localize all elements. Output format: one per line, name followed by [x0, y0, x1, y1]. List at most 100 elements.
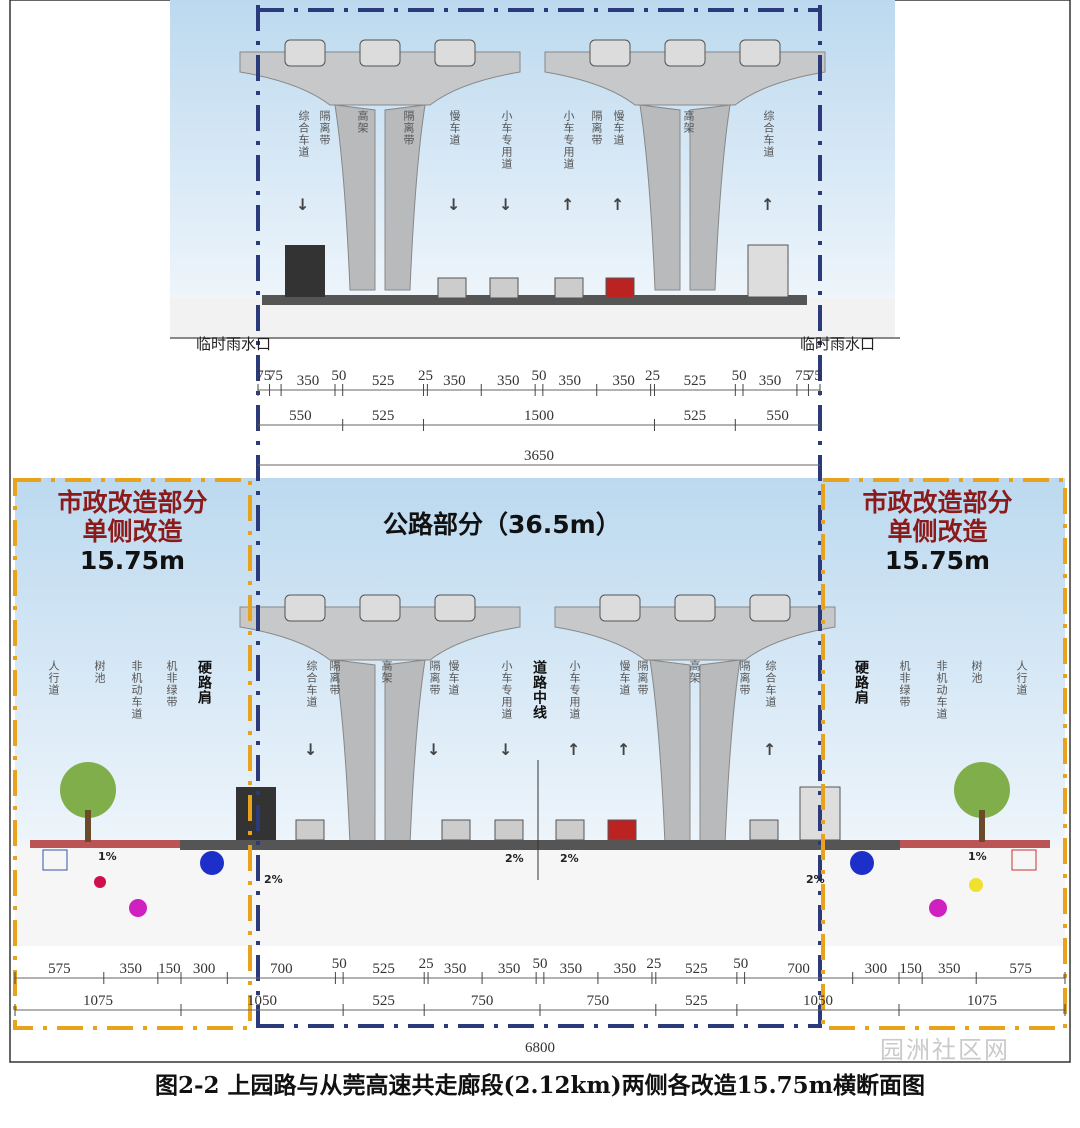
dimension-total: 3650: [524, 448, 554, 464]
dimension-value: 1050: [247, 993, 277, 1009]
lane-label: 高架: [688, 660, 701, 684]
arrow-up-icon: ↑: [567, 740, 581, 759]
municipal-title-left: 市政改造部分 单侧改造 15.75m: [30, 488, 235, 575]
dimension-value: 25: [645, 368, 660, 384]
dimension-value: 750: [587, 993, 610, 1009]
lane-label: 树池: [93, 660, 106, 684]
dimension-value: 350: [614, 961, 637, 977]
tree-icon: [60, 762, 116, 818]
lane-label: 高架: [380, 660, 393, 684]
car-icon: [554, 277, 584, 299]
lane-label: 道路中线: [531, 660, 547, 720]
arrow-down-icon: ↓: [499, 195, 513, 214]
lane-label: 隔离带: [428, 660, 441, 696]
lane-label: 综合车道: [762, 110, 775, 158]
dimension-value: 50: [733, 956, 748, 972]
dimension-value: 50: [331, 368, 346, 384]
dimension-value: 350: [443, 373, 466, 389]
dimension-value: 350: [444, 961, 467, 977]
dimension-value: 350: [297, 373, 320, 389]
dimension-value: 700: [270, 961, 293, 977]
car-icon: [605, 277, 635, 299]
lane-label: 隔离带: [402, 110, 415, 146]
lane-label: 隔离带: [738, 660, 751, 696]
dimension-value: 350: [498, 961, 521, 977]
arrow-down-icon: ↓: [427, 740, 441, 759]
dimension-value: 350: [938, 961, 961, 977]
lane-label: 隔离带: [328, 660, 341, 696]
arrow-up-icon: ↑: [761, 195, 775, 214]
dimension-value: 525: [372, 961, 395, 977]
truck-icon: [747, 244, 789, 298]
dimension-value: 50: [332, 956, 347, 972]
dimension-value: 25: [419, 956, 434, 972]
lane-label: 慢车道: [447, 660, 460, 696]
dimension-value: 525: [372, 373, 395, 389]
dimension-value: 75: [807, 368, 822, 384]
dimension-value: 525: [684, 373, 707, 389]
lane-label: 非机动车道: [130, 660, 143, 720]
dimension-value: 1050: [803, 993, 833, 1009]
slope-label: 2%: [264, 873, 283, 886]
dimension-value: 75: [256, 368, 271, 384]
lane-label: 综合车道: [764, 660, 777, 708]
top-road-surface: [262, 295, 807, 305]
slope-label: 1%: [968, 850, 987, 863]
municipal-title-line: 单侧改造: [82, 517, 183, 546]
slope-label: 2%: [560, 852, 579, 865]
dimension-value: 50: [532, 368, 547, 384]
slope-label: 2%: [806, 873, 825, 886]
dimension-value: 50: [732, 368, 747, 384]
arrow-down-icon: ↓: [499, 740, 513, 759]
bottom-road-surface: [180, 840, 900, 850]
municipal-title-line: 市政改造部分: [57, 488, 208, 517]
lane-label: 综合车道: [297, 110, 310, 158]
dimension-value: 525: [372, 993, 395, 1009]
highway-section-title: 公路部分（36.5m）: [383, 510, 621, 539]
lane-label: 隔离带: [318, 110, 331, 146]
dimension-value: 350: [559, 373, 582, 389]
dimension-value: 75: [795, 368, 810, 384]
municipal-boundary: [13, 478, 1067, 1030]
municipal-title-line: 市政改造部分: [862, 488, 1013, 517]
arrow-up-icon: ↑: [763, 740, 777, 759]
dimension-value: 550: [289, 408, 312, 424]
dimension-value: 525: [372, 408, 395, 424]
dimension-value: 25: [418, 368, 433, 384]
dimension-value: 150: [899, 961, 922, 977]
lane-label: 小车专用道: [500, 660, 513, 720]
dimension-value: 350: [560, 961, 583, 977]
dimension-value: 525: [685, 961, 708, 977]
municipal-title-right: 市政改造部分 单侧改造 15.75m: [835, 488, 1040, 575]
dimension-value: 550: [766, 408, 789, 424]
slope-label: 2%: [505, 852, 524, 865]
lane-label: 隔离带: [590, 110, 603, 146]
slope-label: 1%: [98, 850, 117, 863]
dimension-value: 575: [48, 961, 71, 977]
car-icon: [437, 277, 467, 299]
dimension-value: 350: [120, 961, 143, 977]
arrow-down-icon: ↓: [447, 195, 461, 214]
dimension-total: 6800: [525, 1040, 555, 1056]
lane-label: 硬路肩: [196, 660, 212, 705]
dimension-value: 300: [193, 961, 216, 977]
dimension-value: 350: [612, 373, 635, 389]
lane-label: 人行道: [47, 660, 60, 696]
lane-label: 慢车道: [448, 110, 461, 146]
lane-label: 小车专用道: [568, 660, 581, 720]
dimension-value: 525: [685, 993, 708, 1009]
dimension-value: 300: [865, 961, 888, 977]
dimension-value: 350: [497, 373, 520, 389]
rain-inlet-label-left: 临时雨水口: [196, 335, 272, 353]
municipal-title-line: 15.75m: [884, 546, 991, 575]
dimension-value: 50: [533, 956, 548, 972]
lane-label: 隔离带: [636, 660, 649, 696]
lane-label: 慢车道: [618, 660, 631, 696]
dimension-value: 25: [646, 956, 661, 972]
lane-label: 机非绿带: [165, 660, 178, 708]
dimension-value: 1500: [524, 408, 554, 424]
lane-label: 小车专用道: [562, 110, 575, 170]
